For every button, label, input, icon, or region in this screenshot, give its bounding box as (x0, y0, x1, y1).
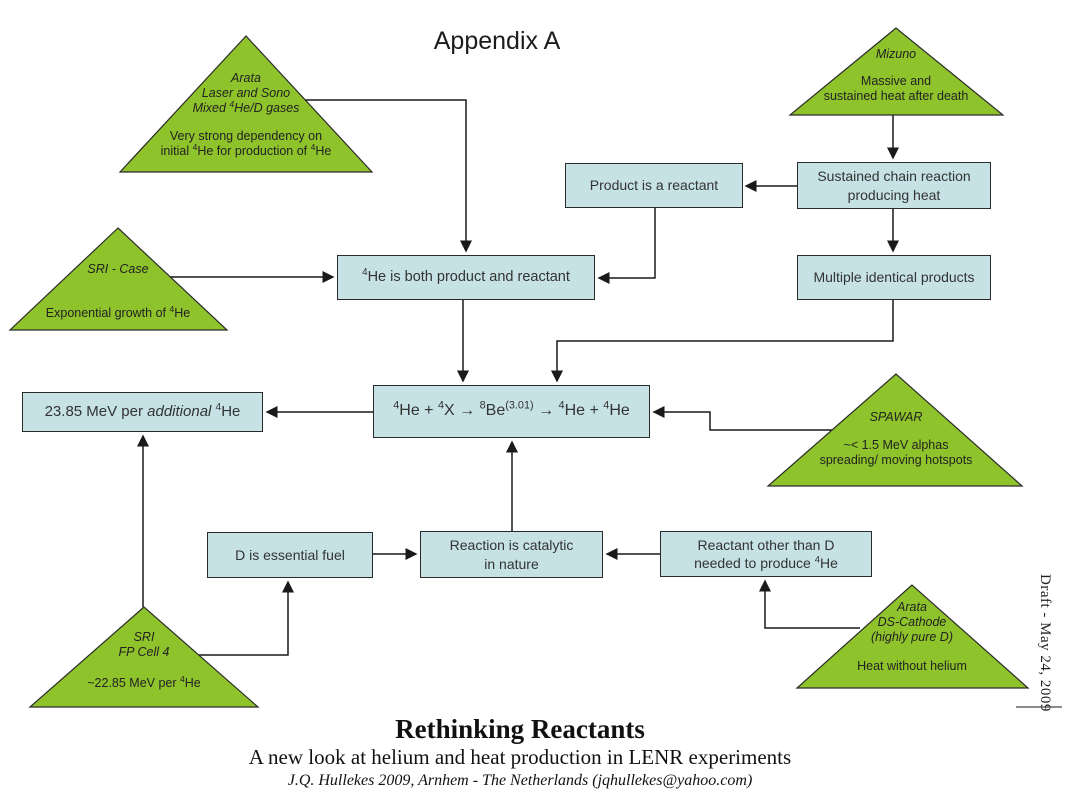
box-multiple-identical-products: Multiple identical products (797, 255, 991, 300)
triangle-sri-case-name: SRI - Case (87, 262, 149, 276)
box-text: 23.85 MeV per additional 4He (44, 402, 241, 421)
triangle-sri-case (8, 227, 229, 331)
footer-title: Rethinking Reactants (395, 714, 645, 744)
arrow-multiple-to-equation (551, 300, 894, 383)
arrow-aratads-to-reactantother (759, 579, 860, 629)
box-text: D is essential fuel (235, 546, 345, 563)
arrow-srifp4-to-dfuel (199, 580, 294, 656)
box-product-is-reactant: Product is a reactant (565, 163, 743, 208)
triangle-sri-fp-cell-4 (28, 606, 260, 708)
equation-text: 4He + 4X → 8Be(3.01) → 4He + 4He (393, 399, 630, 420)
box-text: Multiple identical products (813, 269, 975, 286)
triangle-spawar (766, 373, 1024, 487)
box-mev-per-additional-he4: 23.85 MeV per additional 4He (22, 392, 263, 432)
box-d-essential-fuel: D is essential fuel (207, 532, 373, 578)
triangle-arata-ds-cathode-finding: Heat without helium (857, 659, 967, 673)
box-he4-both-product-reactant: 4He is both product and reactant (337, 255, 595, 300)
triangle-spawar-name: SPAWAR (869, 410, 923, 424)
arrow-spawar-to-equation (652, 406, 832, 431)
box-text: 4He is both product and reactant (362, 267, 570, 286)
triangle-sri-case-finding: Exponential growth of 4He (45, 303, 191, 320)
footer-block: Rethinking Reactants A new look at heliu… (60, 714, 980, 792)
footer-credit: J.Q. Hullekes 2009, Arnhem - The Netherl… (287, 772, 753, 790)
footer-subtitle: A new look at helium and heat production… (248, 745, 792, 770)
page-title: Appendix A (433, 27, 561, 55)
arrow-arata-to-he4both (305, 99, 472, 253)
box-reaction-equation: 4He + 4X → 8Be(3.01) → 4He + 4He (373, 385, 650, 438)
triangle-sri-fp-cell-4-finding: ~22.85 MeV per 4He (87, 673, 201, 690)
arrow-product-to-he4both (597, 208, 656, 284)
triangle-arata-laser-sono (118, 35, 374, 173)
box-text: Product is a reactant (589, 177, 719, 194)
triangle-arata-ds-cathode (795, 584, 1030, 689)
triangle-mizuno (788, 27, 1005, 116)
triangle-mizuno-name: Mizuno (875, 47, 917, 61)
draft-date-note: Draft - May 24, 2009 (1037, 574, 1053, 712)
